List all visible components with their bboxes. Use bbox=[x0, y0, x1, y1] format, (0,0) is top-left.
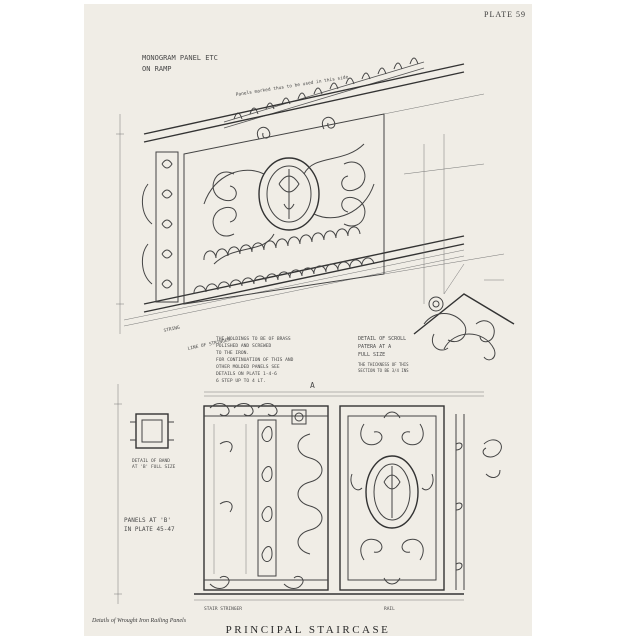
band-label-1: DETAIL OF BAND bbox=[132, 458, 170, 464]
footer-caption: Details of Wrought Iron Railing Panels bbox=[92, 618, 187, 624]
panels-note-1: PANELS AT 'B' bbox=[124, 517, 171, 524]
note-line: POLISHED AND SCREWED bbox=[216, 343, 272, 349]
detail-label-1: DETAIL OF SCROLL bbox=[358, 336, 406, 342]
stair-stringer-label: STAIR STRINGER bbox=[204, 606, 242, 612]
panels-note-2: IN PLATE 45-47 bbox=[124, 526, 175, 533]
note-line: DETAILS ON PLATE 1-4-6 bbox=[216, 371, 277, 377]
bottom-loop-row bbox=[193, 226, 375, 295]
string-label: STRING bbox=[163, 325, 180, 334]
note-line: TO THE IRON. bbox=[216, 350, 249, 356]
plate-number: PLATE 59 bbox=[484, 10, 526, 19]
rail-label: RAIL bbox=[384, 606, 395, 612]
lower-panels: A DETAIL OF BAND AT 'B' FULL SIZE PANELS… bbox=[114, 381, 502, 612]
upper-title-2: ON RAMP bbox=[142, 65, 172, 73]
plate-page: PLATE 59 MONOGRAM PANEL ETC ON RAMP Pane… bbox=[84, 4, 532, 636]
note-line: OTHER MOLDED PANELS SEE bbox=[216, 364, 280, 370]
marker-a: A bbox=[310, 381, 315, 390]
detail-note-2: SECTION TO BE 3/4 INS bbox=[358, 368, 409, 373]
band-detail: DETAIL OF BAND AT 'B' FULL SIZE PANELS A… bbox=[124, 413, 176, 533]
detail-label-2: PATERA AT A bbox=[358, 344, 391, 350]
band-label-2: AT 'B' FULL SIZE bbox=[132, 464, 176, 470]
note-line: 6 STEP UP TO 4 LT. bbox=[216, 378, 266, 384]
note-line: THE MOLDINGS TO BE OF BRASS bbox=[216, 336, 291, 342]
plate-title: PRINCIPAL STAIRCASE bbox=[225, 624, 391, 636]
upper-note-top: Panels marked thus to be used in this si… bbox=[235, 74, 349, 98]
railing-drawing: MONOGRAM PANEL ETC ON RAMP Panels marked… bbox=[114, 54, 515, 612]
detail-note-1: THE THICKNESS OF THIS bbox=[358, 362, 409, 367]
note-line: FOR CONTINUATION OF THIS AND bbox=[216, 357, 294, 363]
upper-ramp-panel: MONOGRAM PANEL ETC ON RAMP Panels marked… bbox=[116, 54, 515, 384]
scroll-detail: DETAIL OF SCROLL PATERA AT A FULL SIZE T… bbox=[358, 263, 515, 373]
detail-label-3: FULL SIZE bbox=[358, 352, 385, 358]
upper-note-block: THE MOLDINGS TO BE OF BRASS POLISHED AND… bbox=[216, 336, 294, 384]
top-baluster-row bbox=[223, 57, 425, 129]
upper-title-1: MONOGRAM PANEL ETC bbox=[142, 54, 218, 62]
